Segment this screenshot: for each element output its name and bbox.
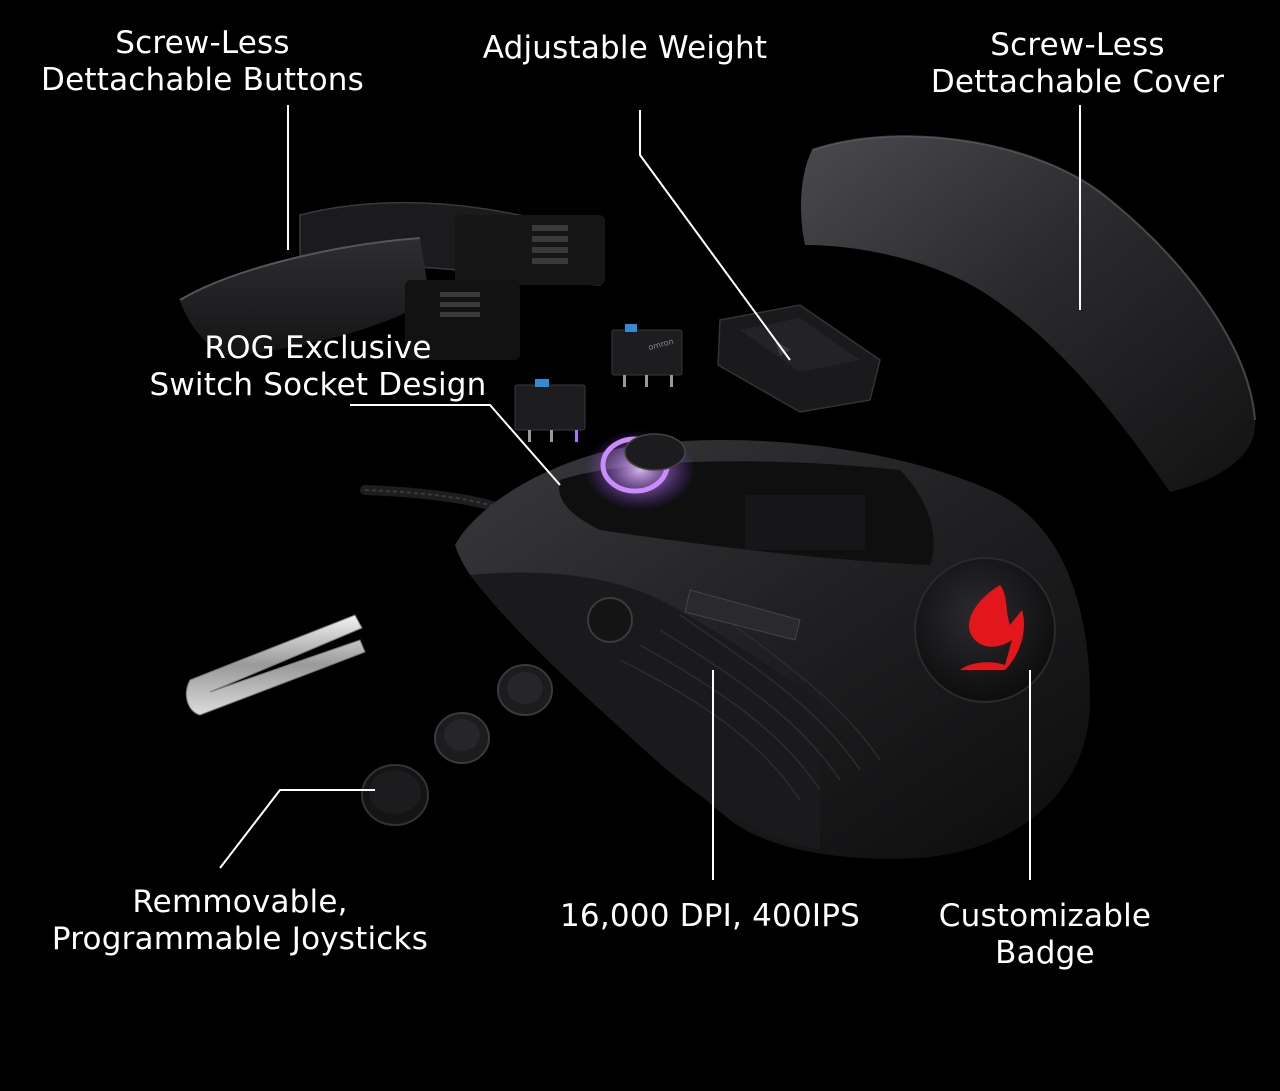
callout-joysticks: Remmovable, Programmable Joysticks xyxy=(40,884,440,958)
callout-detachable-cover-line1: Screw-Less xyxy=(990,27,1165,63)
customizable-badge xyxy=(914,557,1056,703)
callout-joysticks-line2: Programmable Joysticks xyxy=(51,921,429,957)
callout-adjustable-weight: Adjustable Weight xyxy=(455,30,795,67)
callout-detachable-buttons-line1: Screw-Less xyxy=(115,25,290,61)
omron-switch-left xyxy=(514,379,586,442)
tweezer-tool xyxy=(185,614,366,716)
leader-line-joysticks xyxy=(219,789,375,869)
adjustable-weight-block xyxy=(717,304,881,413)
callout-detachable-buttons: Screw-Less Dettachable Buttons xyxy=(30,25,375,99)
omron-switch-right xyxy=(611,324,683,387)
joystick-cap-right xyxy=(497,664,553,716)
callout-detachable-buttons-line2: Dettachable Buttons xyxy=(41,62,364,98)
detachable-buttons-shell xyxy=(179,201,605,360)
leader-line-weight xyxy=(639,110,791,361)
callout-dpi-line1: 16,000 DPI, 400IPS xyxy=(559,898,861,934)
mouse-body xyxy=(455,440,1090,859)
callout-detachable-cover: Screw-Less Dettachable Cover xyxy=(920,27,1235,101)
callout-switch-socket-line2: Switch Socket Design xyxy=(149,367,487,403)
callout-switch-socket: ROG Exclusive Switch Socket Design xyxy=(138,330,498,404)
callout-adjustable-weight-line1: Adjustable Weight xyxy=(482,30,768,66)
leader-line-socket xyxy=(350,404,561,486)
callout-badge: Customizable Badge xyxy=(920,898,1170,972)
callout-switch-socket-line1: ROG Exclusive xyxy=(204,330,432,366)
callout-detachable-cover-line2: Dettachable Cover xyxy=(930,64,1225,100)
leader-lines xyxy=(219,105,1081,880)
joystick-cap-left xyxy=(361,764,429,826)
scroll-wheel-led xyxy=(585,430,695,510)
joystick-cap-middle xyxy=(434,712,490,764)
callout-dpi: 16,000 DPI, 400IPS xyxy=(555,898,865,935)
callout-badge-line1: Customizable xyxy=(938,898,1152,934)
rog-logo-icon xyxy=(960,585,1025,670)
callout-joysticks-line1: Remmovable, xyxy=(132,884,348,920)
detachable-cover xyxy=(800,135,1256,492)
callout-badge-line2: Badge xyxy=(995,935,1095,971)
